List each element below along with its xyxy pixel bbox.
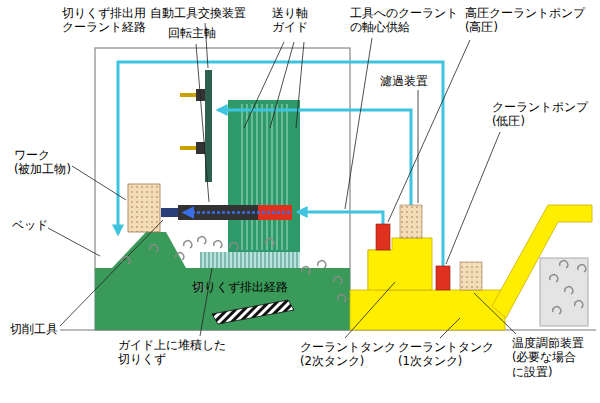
machine-enclosure (95, 48, 350, 330)
temperature-controller (460, 262, 482, 290)
tool (180, 93, 196, 97)
chip (302, 267, 310, 274)
guide-base (200, 252, 300, 268)
part-label: 切削工具 (10, 322, 58, 336)
through-coolant-flow (184, 211, 290, 214)
chip (266, 239, 274, 246)
chip (550, 275, 558, 282)
chip (176, 253, 184, 260)
feed-axis-guide (240, 104, 290, 250)
leader-lines (48, 23, 516, 338)
chip (553, 307, 561, 314)
part-label: 温度調節装置 (必要な場合 に設置) (512, 336, 584, 379)
tool (180, 146, 196, 150)
workpiece (128, 184, 160, 232)
part-label: 切りくず排出用 クーラント経路 (62, 6, 146, 35)
chip (184, 241, 192, 248)
spindle (178, 205, 292, 220)
chip (565, 287, 573, 294)
part-label: 回転主軸 (168, 26, 216, 40)
low-pressure-pump (436, 266, 450, 290)
chip (318, 261, 326, 268)
part-label: ベッド (12, 218, 48, 232)
chips (122, 237, 586, 314)
cutting-tool (161, 208, 178, 217)
coolant-line (118, 62, 443, 266)
chip (150, 245, 158, 252)
part-label: 工具へのクーラント の軸心供給 (350, 6, 458, 35)
feed-column (228, 100, 300, 252)
part-label: クーラントポンプ (低圧) (492, 100, 588, 129)
chip (578, 265, 586, 272)
bed (95, 232, 350, 330)
chip (122, 257, 130, 264)
part-label: 送り軸 ガイド (272, 6, 308, 35)
coolant-line (298, 212, 383, 224)
chip (338, 295, 346, 302)
part-label: クーラントタンク (2次タンク) (300, 340, 396, 369)
chip-bin (540, 258, 588, 326)
part-label: 切りくず排出経路 (192, 280, 288, 294)
chip (334, 277, 342, 284)
filter (400, 205, 422, 238)
part-label: ワーク (被加工物) (14, 148, 71, 177)
chip (230, 243, 238, 250)
chip-chute-arrow (212, 300, 294, 324)
part-label: 高圧クーラントポンプ (高圧) (465, 6, 585, 35)
tool-holder (196, 142, 205, 154)
part-label: クーラントタンク (1次タンク) (398, 340, 494, 369)
chip (575, 301, 583, 308)
part-label: 濾過装置 (380, 74, 428, 88)
part-label: ガイド上に堆積した 切りくず (118, 338, 226, 367)
chip (198, 237, 206, 244)
chip (214, 241, 222, 248)
chip (560, 261, 568, 268)
high-pressure-pump (376, 224, 390, 250)
part-label: 自動工具交換装置 (150, 6, 246, 20)
coolant-line (218, 110, 411, 205)
